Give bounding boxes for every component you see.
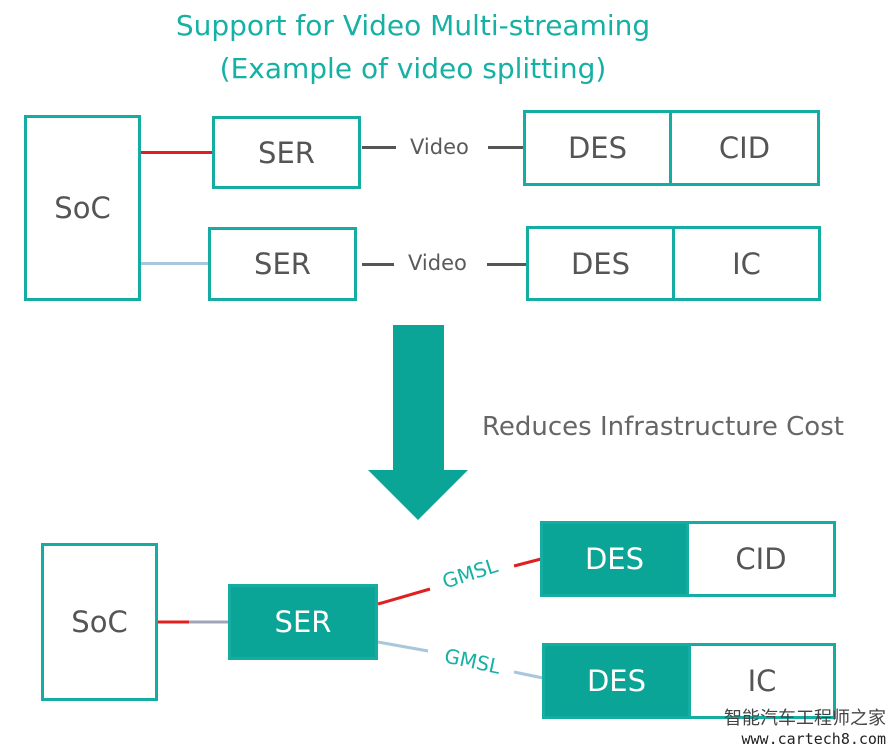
bottom-gmsl-2-blue-a — [377, 640, 429, 653]
bottom-des-1-label: DES — [584, 542, 645, 576]
bottom-cid-label: CID — [735, 542, 787, 576]
watermark-url: www.cartech8.com — [741, 730, 887, 748]
bottom-cid-box: CID — [686, 521, 836, 597]
top-video-1-line-right — [488, 146, 524, 149]
bottom-ser-box: SER — [228, 584, 378, 660]
top-blue-link — [141, 262, 209, 265]
watermark: 智能汽车工程师之家 www.cartech8.com — [724, 704, 886, 748]
top-red-link — [141, 151, 213, 154]
bottom-gmsl-2-blue-b — [513, 670, 544, 680]
title-line-2: (Example of video splitting) — [219, 52, 607, 85]
bottom-des-2-box: DES — [542, 643, 691, 719]
bottom-gmsl-1-label: GMSL — [439, 553, 501, 594]
bottom-gmsl-2-label: GMSL — [442, 644, 503, 679]
top-video-2-line-left — [362, 263, 394, 266]
caption: Reduces Infrastructure Cost — [482, 412, 844, 442]
title-line-1: Support for Video Multi-streaming — [175, 9, 651, 42]
top-video-1-line-left — [362, 146, 396, 149]
bottom-des-1-box: DES — [540, 521, 689, 597]
top-ic-box: IC — [672, 226, 821, 301]
top-video-2-line-right — [487, 263, 527, 266]
top-video-2-label: Video — [408, 251, 467, 275]
bottom-gmsl-1-red-b — [513, 557, 542, 568]
bottom-des-2-label: DES — [586, 664, 647, 698]
watermark-text: 智能汽车工程师之家 — [724, 708, 886, 729]
bottom-gmsl-1-red-a — [377, 587, 431, 606]
bottom-ser-label: SER — [274, 605, 332, 639]
top-video-1-label: Video — [410, 135, 469, 159]
bottom-ic-label: IC — [747, 664, 777, 698]
